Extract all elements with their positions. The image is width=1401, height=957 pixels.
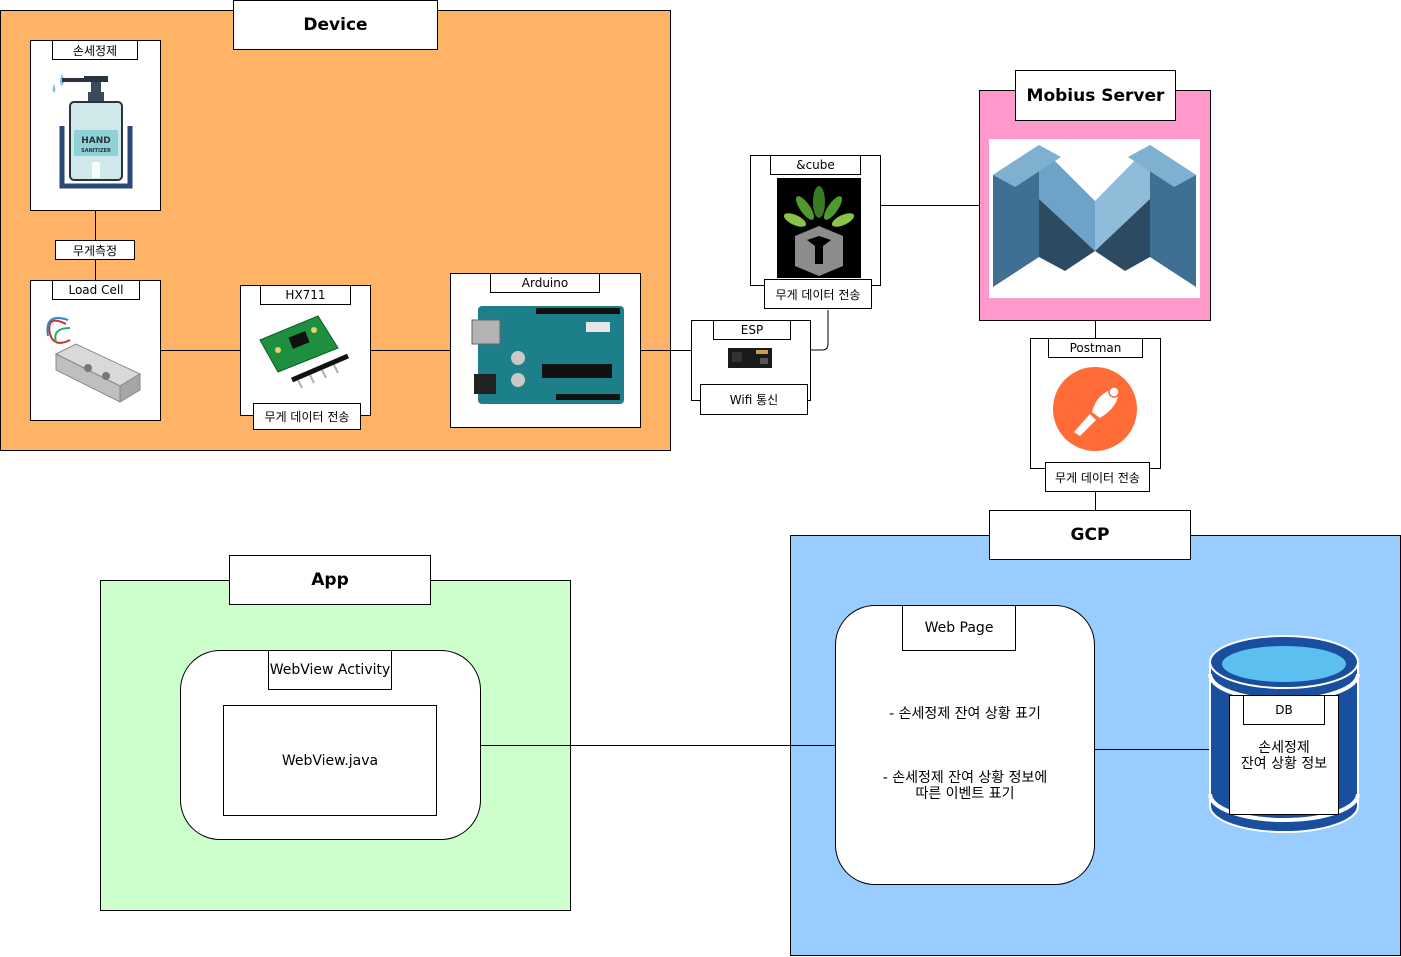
- webpage-item-1: - 손세정제 잔여 상황 표기: [889, 706, 1041, 722]
- postman-label: Postman: [1048, 338, 1143, 358]
- sanitizer-image-text-sanitizer: SANITIZER: [81, 147, 111, 154]
- db-label: DB: [1243, 695, 1325, 725]
- connector-mobius-postman: [1095, 320, 1096, 338]
- esp-module-icon: [728, 348, 772, 368]
- connector-webpage-db: [1094, 749, 1212, 750]
- connector-weigh-loadcell: [95, 259, 96, 281]
- connector-esp-cube: [810, 310, 829, 351]
- postman-caption: 무게 데이터 전송: [1045, 462, 1150, 492]
- device-title: Device: [233, 0, 438, 50]
- cube-label: &cube: [770, 155, 861, 175]
- connector-cube-mobius: [880, 205, 980, 206]
- hx711-label: HX711: [260, 285, 351, 305]
- webpage-item-2: - 손세정제 잔여 상황 정보에 따른 이벤트 표기: [882, 770, 1048, 802]
- webview-activity-label: WebView Activity: [268, 650, 392, 690]
- gcp-title: GCP: [989, 510, 1191, 560]
- weigh-label: 무게측정: [55, 240, 135, 260]
- connector-sanitizer-weigh: [95, 210, 96, 240]
- db-body: 손세정제 잔여 상황 정보: [1240, 740, 1328, 772]
- load-cell-icon: [46, 317, 142, 403]
- webpage-title: Web Page: [902, 605, 1016, 651]
- esp-label: ESP: [713, 320, 791, 340]
- connector-arduino-esp: [640, 350, 692, 351]
- postman-logo-icon: [1053, 367, 1137, 451]
- hand-sanitizer-icon: [52, 74, 133, 189]
- connector-hx711-arduino: [370, 350, 451, 351]
- mobius-logo-icon: [993, 145, 1196, 287]
- connector-app-webpage: [480, 745, 835, 746]
- webview-java-box: WebView.java: [223, 705, 437, 816]
- webpage-node: [835, 605, 1095, 885]
- sanitizer-image-text-hand: HAND: [81, 136, 111, 146]
- connector-loadcell-hx711: [160, 350, 241, 351]
- hx711-board-icon: [259, 315, 349, 389]
- cube-logo-icon: [777, 178, 861, 278]
- hx711-caption: 무게 데이터 전송: [253, 403, 361, 430]
- cube-caption: 무게 데이터 전송: [764, 279, 872, 309]
- esp-caption: Wifi 통신: [700, 384, 808, 415]
- loadcell-label: Load Cell: [52, 280, 140, 300]
- sanitizer-label: 손세정제: [52, 40, 138, 60]
- mobius-title: Mobius Server: [1015, 70, 1176, 121]
- arduino-label: Arduino: [490, 273, 600, 293]
- app-title: App: [229, 555, 431, 605]
- arduino-board-icon: [471, 306, 624, 404]
- connector-postman-gcp: [1095, 492, 1096, 510]
